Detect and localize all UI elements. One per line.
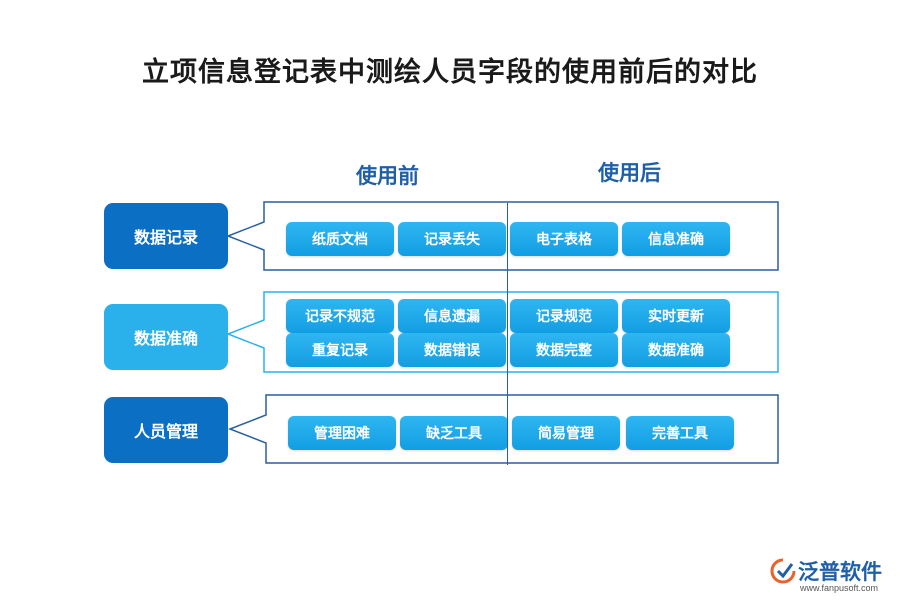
column-divider [507,203,508,465]
item-after: 数据完整 [510,333,618,367]
logo-url: www.fanpusoft.com [800,583,879,593]
page-title: 立项信息登记表中测绘人员字段的使用前后的对比 [142,57,758,88]
item-before: 信息遗漏 [398,299,506,333]
item-before: 数据错误 [398,333,506,367]
column-header-after: 使用后 [598,161,661,185]
item-before: 记录丢失 [398,222,506,256]
brand-logo: 泛普软件 www.fanpusoft.com [770,556,890,596]
item-before: 记录不规范 [286,299,394,333]
item-before: 管理困难 [288,416,396,450]
item-before: 纸质文档 [286,222,394,256]
column-header-before: 使用前 [356,164,419,188]
item-before: 重复记录 [286,333,394,367]
item-after: 数据准确 [622,333,730,367]
row-frame-outline [227,394,779,464]
row-frame-outline [225,291,779,373]
item-after: 电子表格 [510,222,618,256]
item-after: 实时更新 [622,299,730,333]
logo-mark-icon [770,558,796,584]
category-personnel: 人员管理 [104,397,228,463]
item-after: 信息准确 [622,222,730,256]
category-data-accuracy: 数据准确 [104,304,228,370]
category-data-record: 数据记录 [104,203,228,269]
item-after: 记录规范 [510,299,618,333]
logo-name: 泛普软件 [798,560,882,584]
item-after: 简易管理 [512,416,620,450]
item-before: 缺乏工具 [400,416,508,450]
item-after: 完善工具 [626,416,734,450]
row-frame-outline [225,201,779,271]
